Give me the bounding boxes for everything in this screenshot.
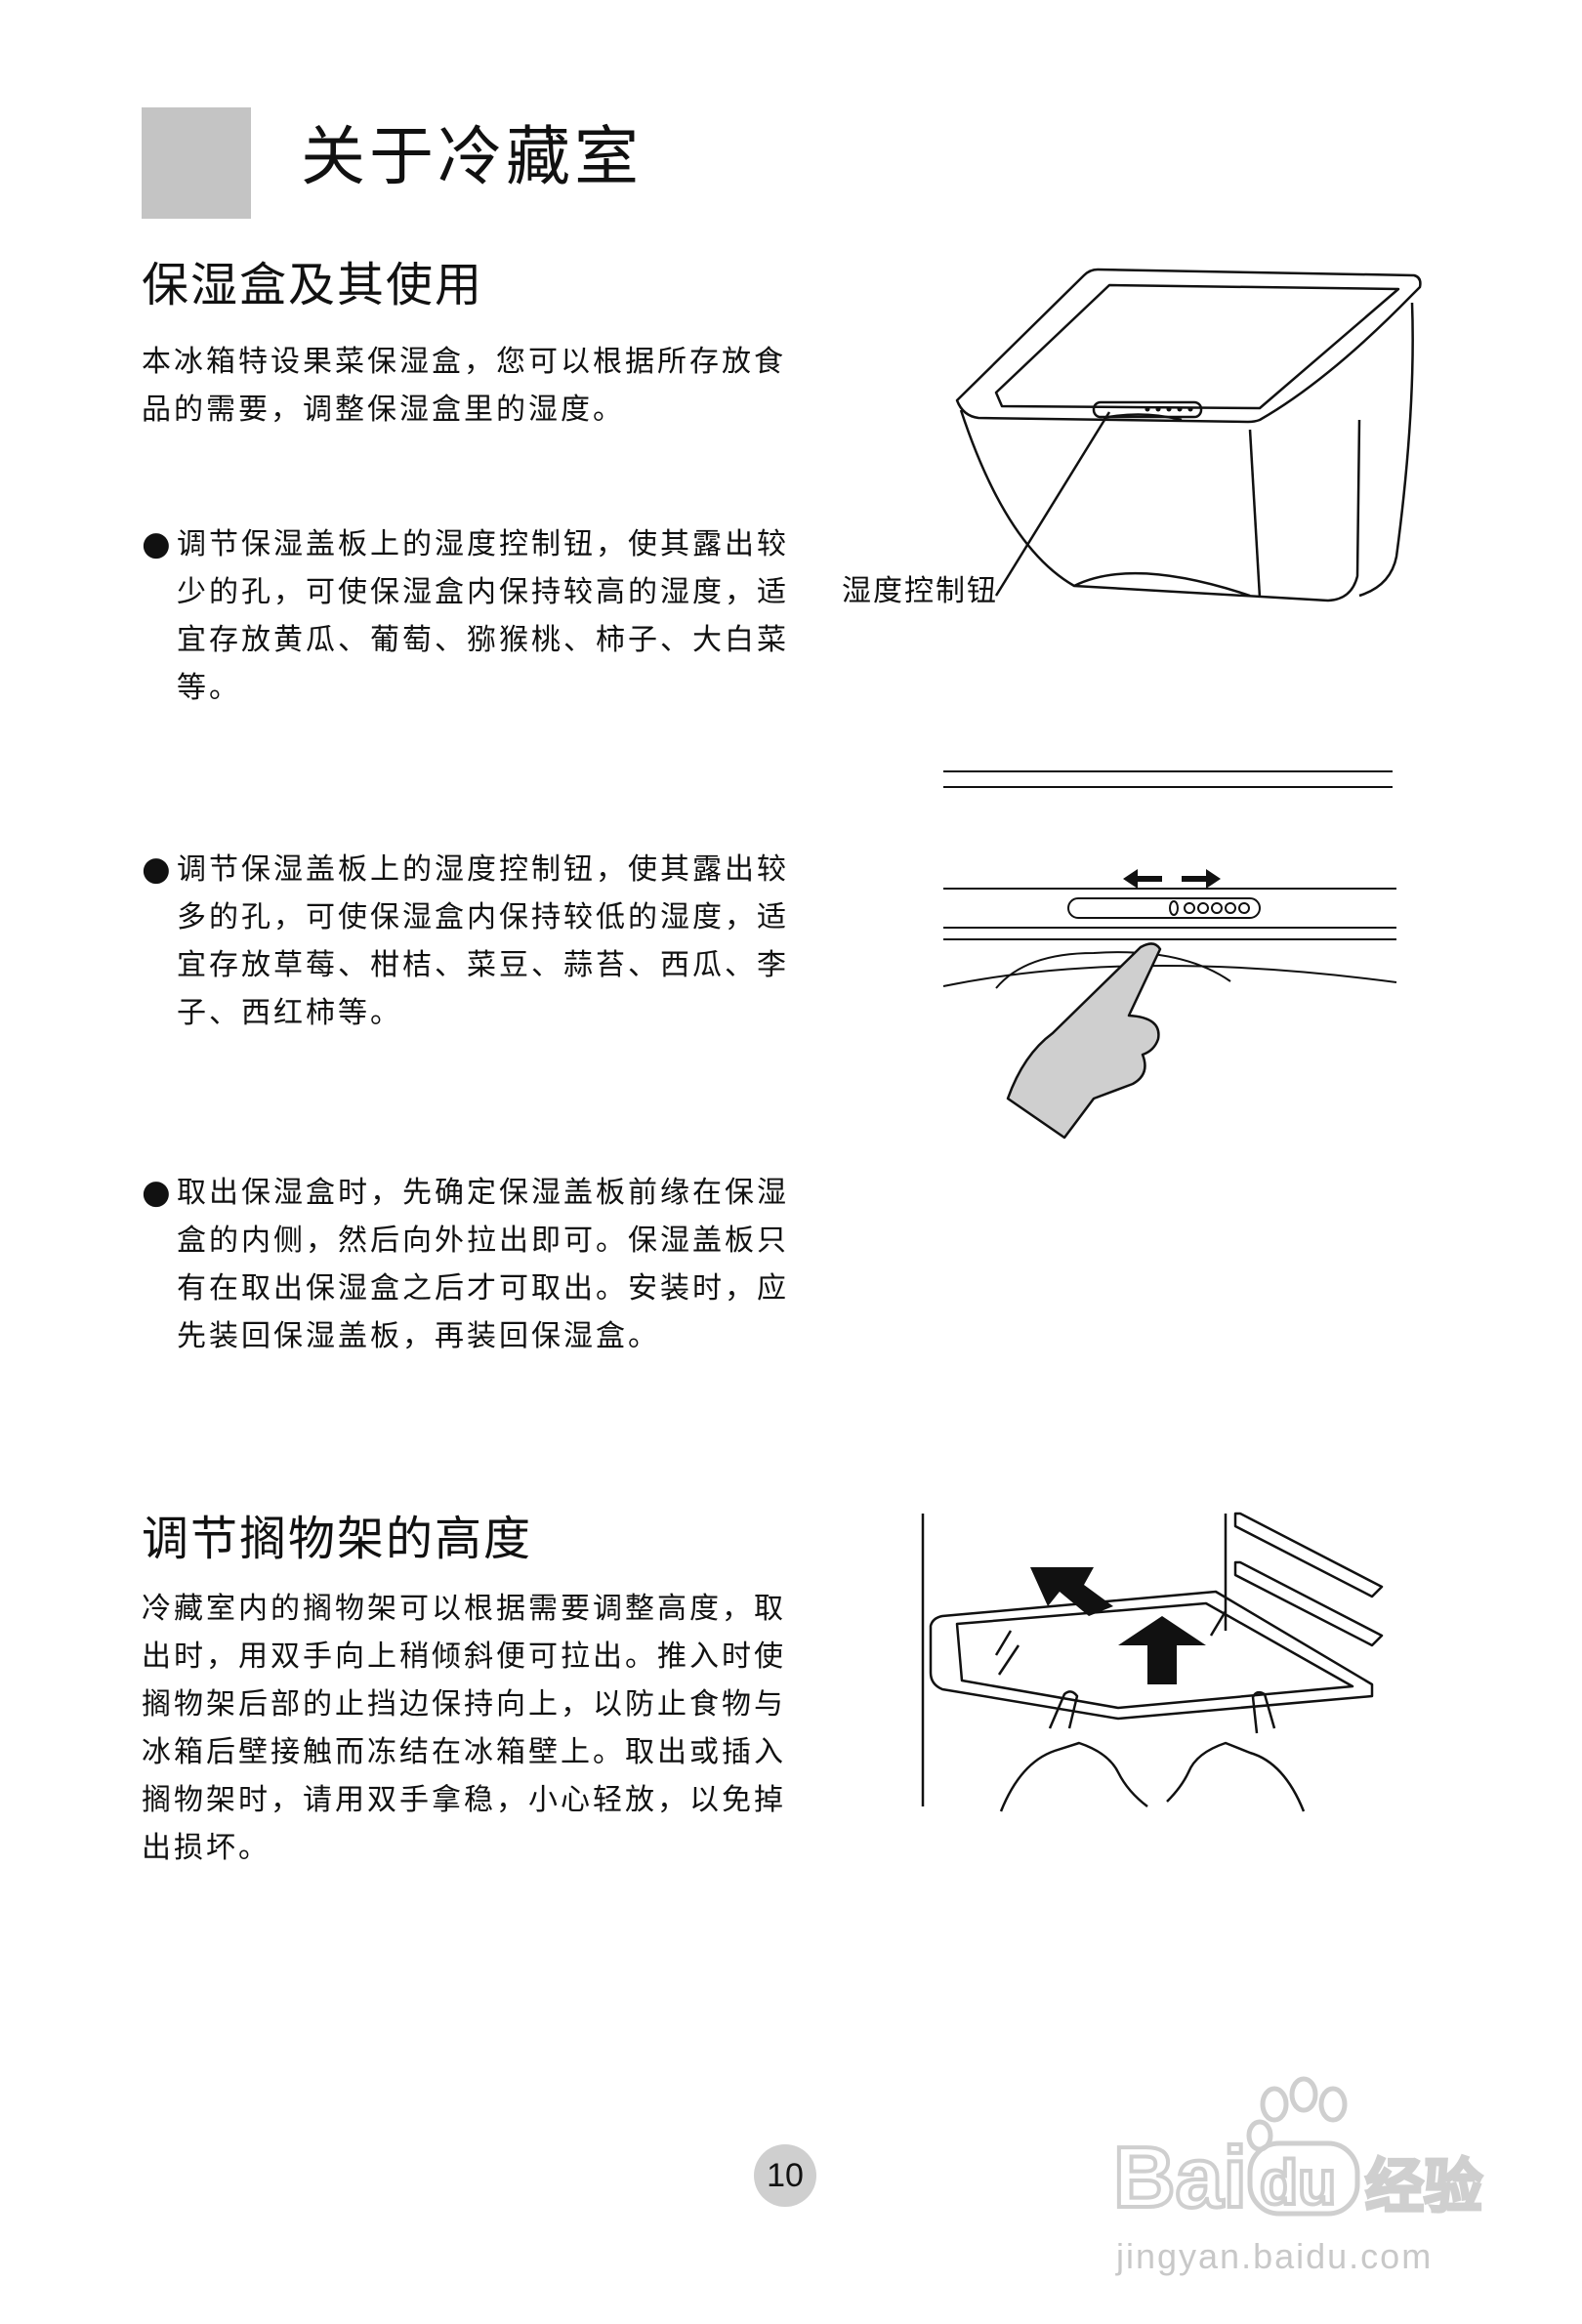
watermark-url: jingyan.baidu.com <box>1116 2236 1434 2276</box>
title-block-decoration <box>142 107 251 219</box>
page-title: 关于冷藏室 <box>301 119 643 194</box>
shelf-body-text: 冷藏室内的搁物架可以根据需要调整高度，取出时，用双手向上稍倾斜便可拉出。推入时使… <box>142 1592 786 1865</box>
svg-text:经验: 经验 <box>1365 2153 1482 2221</box>
bullet-item-removal: ● 取出保湿盒时，先确定保湿盖板前缘在保湿盒的内侧，然后向外拉出即可。保湿盖板只… <box>142 1169 791 1360</box>
crisper-box-illustration <box>955 268 1422 602</box>
humidity-section-heading: 保湿盒及其使用 <box>142 258 484 312</box>
bullet-icon: ● <box>142 1173 174 1212</box>
baidu-jingyan-watermark-logo: Bai du 经验 <box>1111 2076 1484 2227</box>
humidity-intro-text: 本冰箱特设果菜保湿盒，您可以根据所存放食品的需要，调整保湿盒里的湿度。 <box>142 345 786 427</box>
bullet-item-more-holes: ● 调节保湿盖板上的湿度控制钮，使其露出较多的孔，可使保湿盒内保持较低的湿度，适… <box>142 846 791 1037</box>
shelf-section-heading: 调节搁物架的高度 <box>142 1512 533 1566</box>
humidity-slider-illustration <box>942 770 1397 1140</box>
svg-text:Bai: Bai <box>1113 2129 1247 2225</box>
page-number: 10 <box>754 2144 816 2207</box>
svg-text:du: du <box>1260 2147 1336 2218</box>
bullet-icon: ● <box>142 850 174 889</box>
humidity-knob-label: 湿度控制钮 <box>842 574 998 608</box>
bullet-text: 调节保湿盖板上的湿度控制钮，使其露出较少的孔，可使保湿盒内保持较高的湿度，适宜存… <box>177 527 789 705</box>
bullet-text: 调节保湿盖板上的湿度控制钮，使其露出较多的孔，可使保湿盒内保持较低的湿度，适宜存… <box>177 852 789 1030</box>
bullet-icon: ● <box>142 524 174 563</box>
shelf-adjustment-illustration <box>921 1512 1384 1812</box>
bullet-text: 取出保湿盒时，先确定保湿盖板前缘在保湿盒的内侧，然后向外拉出即可。保湿盖板只有在… <box>177 1176 789 1353</box>
bullet-item-less-holes: ● 调节保湿盖板上的湿度控制钮，使其露出较少的孔，可使保湿盒内保持较高的湿度，适… <box>142 520 791 712</box>
